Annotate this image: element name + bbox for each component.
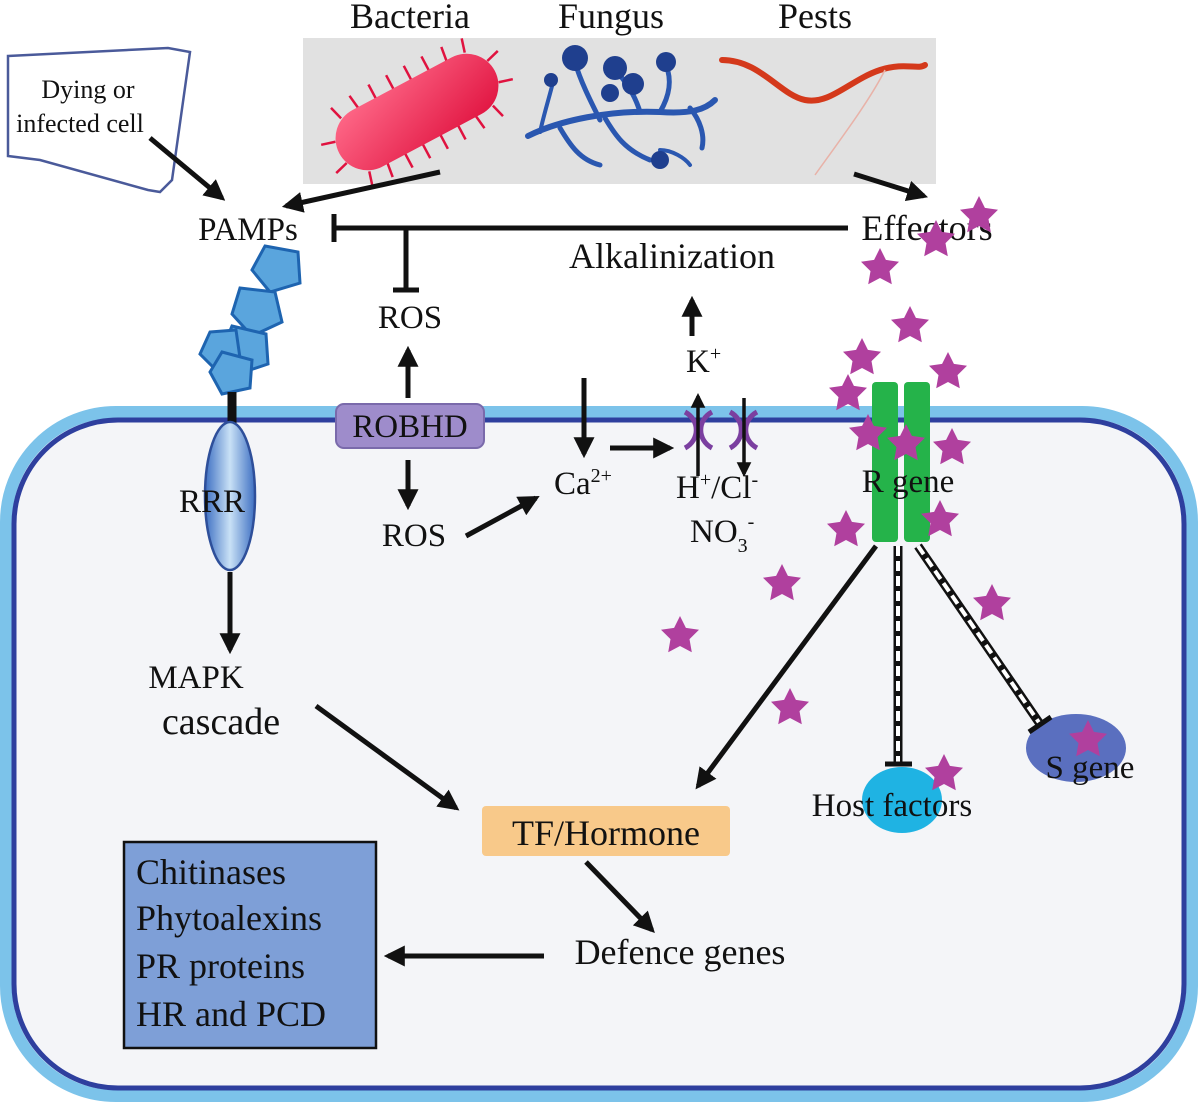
pest-icon bbox=[719, 57, 928, 176]
ca-ion: Ca bbox=[554, 466, 591, 502]
cascade-label: cascade bbox=[162, 701, 280, 743]
r-gene-label: R gene bbox=[862, 464, 955, 500]
defence-outputs-box bbox=[122, 840, 378, 1050]
effector-suppression-line bbox=[331, 214, 848, 242]
dying-cell-line1: Dying or bbox=[41, 75, 135, 104]
rrr-receptor bbox=[203, 420, 257, 572]
pamps-label: PAMPs bbox=[198, 212, 298, 248]
mapk-to-tf-arrow bbox=[314, 703, 460, 811]
h-cl-label: H+/Cl- bbox=[676, 469, 758, 506]
host-factors-blob bbox=[862, 767, 942, 833]
r-gene-dashed-lines bbox=[885, 543, 1053, 767]
tf-hormone-label: TF/Hormone bbox=[512, 813, 700, 853]
no3-sub: 3 bbox=[738, 535, 748, 557]
no3-ion: NO bbox=[690, 514, 738, 550]
cl-ion: /Cl bbox=[711, 470, 751, 506]
s-gene-label: S gene bbox=[1046, 750, 1135, 786]
h-sup: + bbox=[700, 469, 711, 491]
cl-sup: - bbox=[751, 469, 758, 491]
dying-cell: Dying or infected cell bbox=[6, 46, 192, 194]
k-ion: K bbox=[686, 344, 710, 380]
alkalinization-label: Alkalinization bbox=[569, 236, 775, 276]
k-label: K+ bbox=[686, 343, 721, 380]
r-gene-to-tf-arrow bbox=[695, 544, 879, 790]
no3-sup: - bbox=[748, 511, 755, 533]
defence-genes-label: Defence genes bbox=[575, 932, 786, 972]
pathogen-to-pamps-arrow bbox=[281, 169, 441, 213]
robhd-label: ROBHD bbox=[352, 409, 468, 445]
tf-hormone-box bbox=[482, 806, 730, 856]
h-ion: H bbox=[676, 470, 700, 506]
ca-label: Ca2+ bbox=[554, 465, 612, 502]
s-gene-blob bbox=[1026, 714, 1126, 782]
output-item: HR and PCD bbox=[136, 994, 326, 1034]
bacteria-label: Bacteria bbox=[350, 0, 470, 36]
pathogen-panel: Bacteria Fungus Pests bbox=[303, 0, 936, 186]
robhd-arrows bbox=[397, 345, 540, 539]
ros-bottom-label: ROS bbox=[382, 518, 446, 554]
no3-label: NO3- bbox=[690, 511, 754, 557]
r-gene-receptor bbox=[872, 382, 930, 542]
bacteria-icon bbox=[320, 38, 514, 186]
output-item: PR proteins bbox=[136, 946, 305, 986]
pattern-receptor-icon bbox=[198, 244, 302, 396]
ros-to-ca-arrow bbox=[464, 495, 540, 539]
top-arrows bbox=[148, 136, 929, 213]
rrr-label: RRR bbox=[179, 484, 245, 520]
dying-cell-line2: infected cell bbox=[16, 109, 144, 138]
fungus-spores bbox=[544, 45, 676, 169]
pests-label: Pests bbox=[778, 0, 852, 36]
robhd-box bbox=[335, 403, 485, 449]
ca-sup: 2+ bbox=[591, 465, 612, 487]
output-item: Phytoalexins bbox=[136, 898, 322, 938]
ros-inhibition bbox=[393, 228, 419, 293]
tf-to-defence-arrow bbox=[584, 860, 655, 934]
host-factors-label: Host factors bbox=[812, 788, 972, 824]
output-item: Chitinases bbox=[136, 852, 286, 892]
mapk-label: MAPK bbox=[148, 660, 244, 696]
effector-stars bbox=[661, 196, 1107, 791]
fungus-label: Fungus bbox=[558, 0, 664, 36]
k-sup: + bbox=[710, 343, 721, 365]
pathogen-to-effectors-arrow bbox=[853, 171, 929, 201]
dying-cell-arrow bbox=[148, 136, 226, 201]
signal-arrows bbox=[314, 544, 879, 967]
ros-top-label: ROS bbox=[378, 300, 442, 336]
